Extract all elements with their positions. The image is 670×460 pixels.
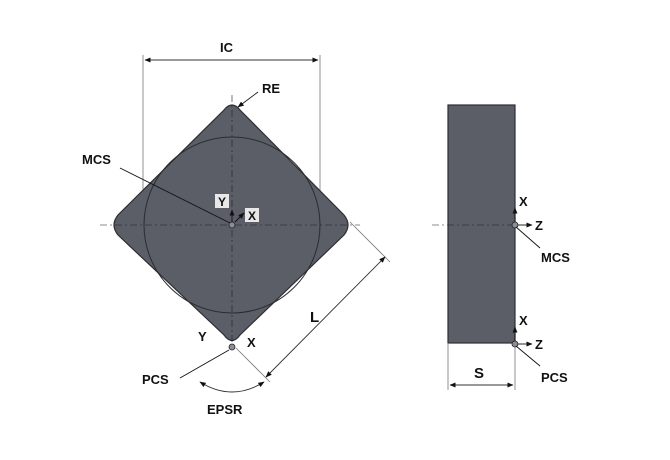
pcs-origin-side [511,340,519,348]
pcs-leader-side [515,345,541,367]
l-extension-right [349,221,391,263]
pcs-x-label-side: X [519,313,528,328]
mcs-label-top: MCS [82,152,111,167]
s-label: S [474,365,484,382]
pcs-leader-top [179,349,230,379]
pcs-x-label-top: X [247,335,256,350]
mcs-x-label-top: X [248,209,256,223]
re-label: RE [262,81,280,96]
side-view: S X Z MCS X Z PCS [432,104,570,390]
l-dimension-line [265,256,386,378]
mcs-y-tag-bg [215,194,229,208]
l-extension-bottom [235,347,271,383]
mcs-x-axis-top [234,212,245,223]
pcs-y-label-top: Y [198,329,207,344]
pcs-origin-top [228,343,236,351]
pcs-z-label-side: Z [535,337,543,352]
insert-side-shape [447,104,516,344]
re-leader [237,91,259,108]
epsr-label: EPSR [207,402,243,417]
l-label: L [310,309,319,326]
ic-label: IC [220,40,234,55]
mcs-leader-top [119,167,231,224]
epsr-arc [199,381,265,393]
mcs-leader-side [515,226,541,249]
pcs-label-top: PCS [142,372,169,387]
mcs-y-label-top: Y [218,195,226,209]
top-view: Y X MCS RE L Y X PCS EPSR [82,55,391,417]
mcs-z-label-side: Z [535,218,543,233]
mcs-origin-side [511,221,519,229]
mcs-x-label-side: X [519,194,528,209]
mcs-label-side: MCS [541,250,570,265]
pcs-label-side: PCS [541,370,568,385]
mcs-x-tag-bg [245,208,259,222]
